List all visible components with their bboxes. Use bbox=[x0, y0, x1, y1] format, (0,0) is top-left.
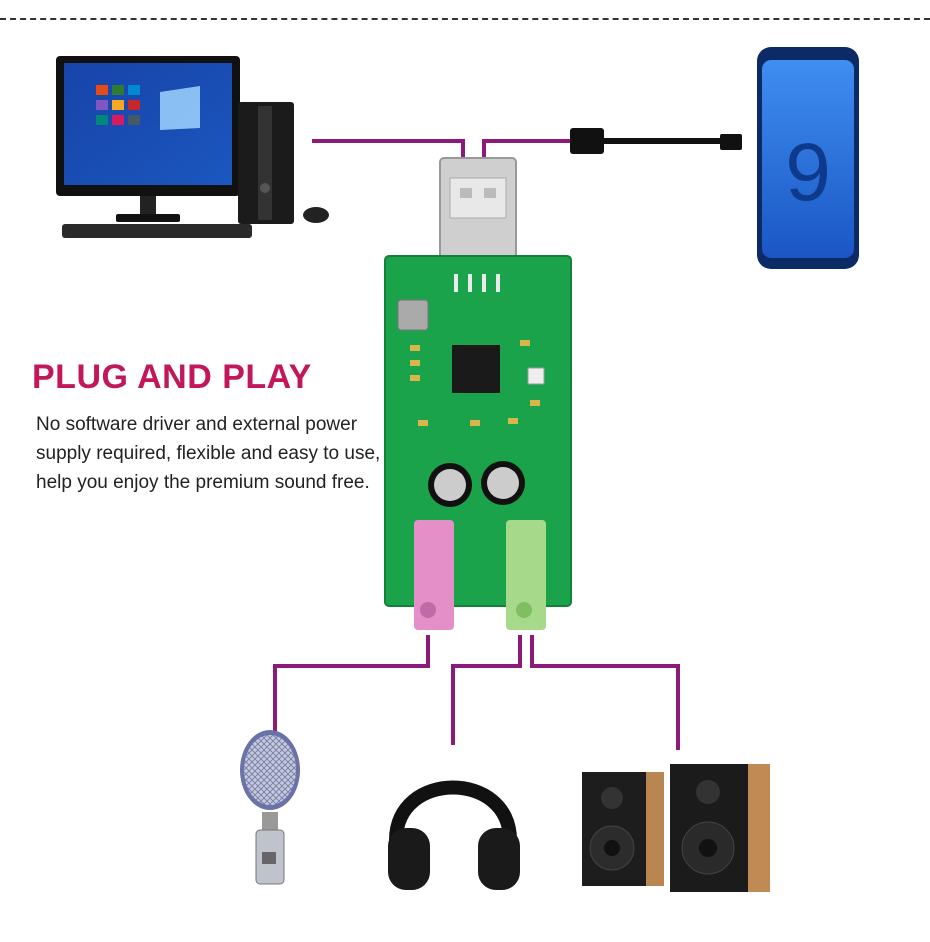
smartphone-icon: 9 bbox=[757, 47, 859, 269]
usb-cable-icon bbox=[570, 128, 742, 154]
speakers-icon bbox=[582, 764, 770, 892]
top-dashed-divider bbox=[0, 18, 930, 20]
mic-jack bbox=[414, 520, 454, 630]
connector-lines bbox=[273, 139, 680, 750]
headline: PLUG AND PLAY bbox=[32, 358, 312, 396]
desktop-computer-icon bbox=[56, 56, 329, 238]
usb-sound-card-icon bbox=[384, 157, 572, 630]
headphone-jack bbox=[506, 520, 546, 630]
microphone-icon bbox=[240, 730, 300, 885]
description: No software driver and external power su… bbox=[36, 414, 381, 493]
headphones-icon bbox=[388, 780, 520, 890]
phone-screen-number: 9 bbox=[785, 127, 831, 218]
